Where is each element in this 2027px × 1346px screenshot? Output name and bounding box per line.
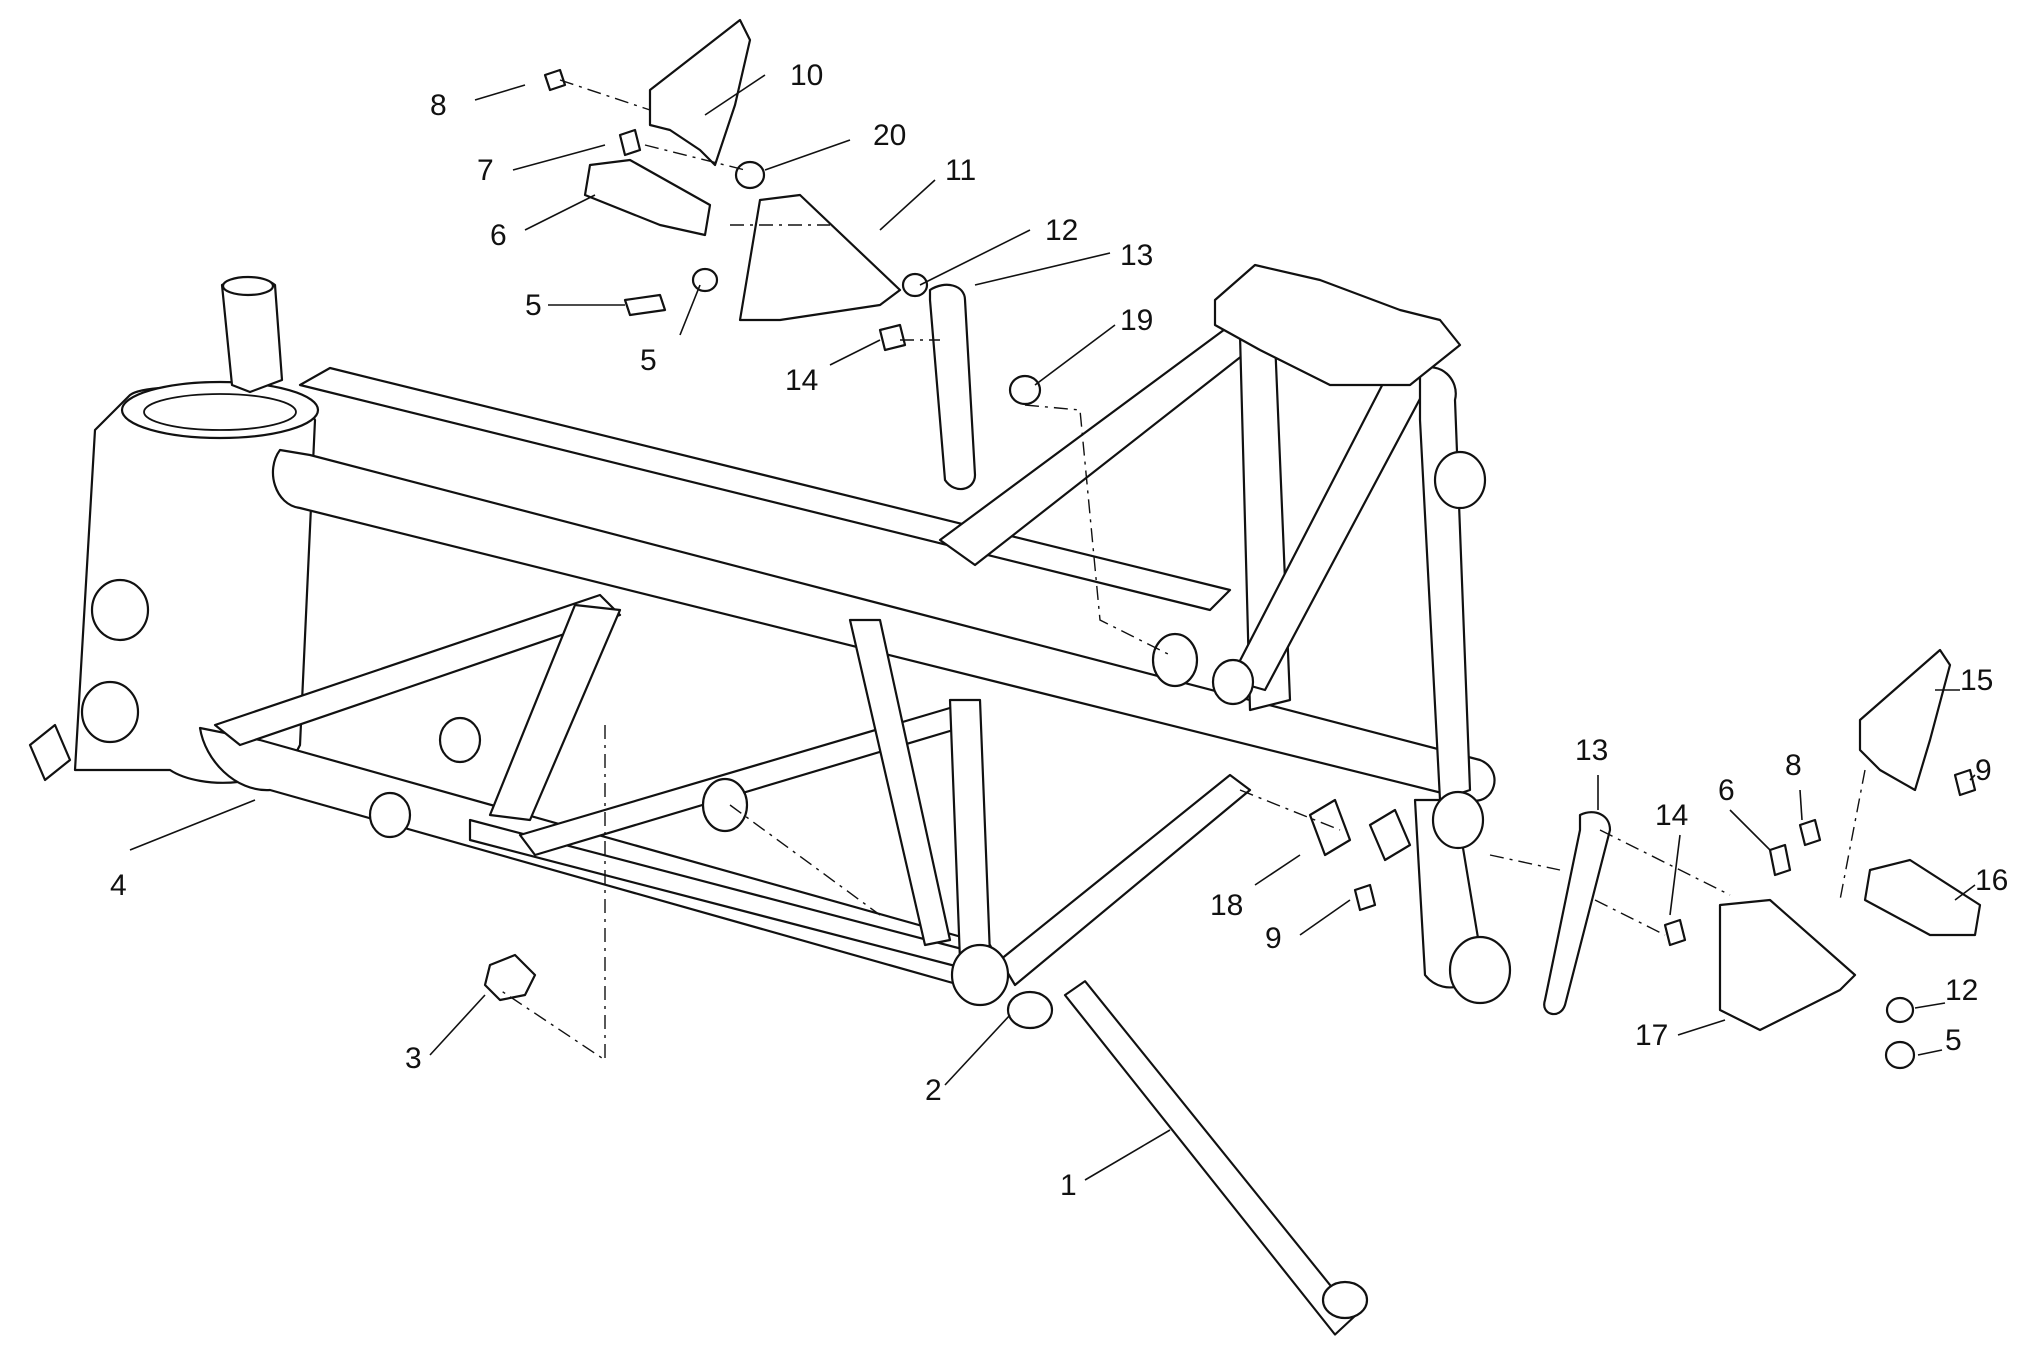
callout-17: 17 <box>1635 1019 1668 1052</box>
callout-14-top: 14 <box>785 364 818 397</box>
loose-parts <box>483 18 1982 1336</box>
callout-18: 18 <box>1210 889 1243 922</box>
callout-16: 16 <box>1975 864 2008 897</box>
callout-12-right: 12 <box>1945 974 1978 1007</box>
callout-1: 1 <box>1060 1169 1077 1202</box>
callout-13-right: 13 <box>1575 734 1608 767</box>
callout-9-top: 8 <box>430 89 447 122</box>
callout-13-top: 13 <box>1120 239 1153 272</box>
callout-7: 6 <box>490 219 507 252</box>
callout-3: 3 <box>405 1042 422 1075</box>
callout-12-top: 12 <box>1045 214 1078 247</box>
callout-15: 15 <box>1960 664 1993 697</box>
callout-2: 2 <box>925 1074 942 1107</box>
callout-8-right: 8 <box>1785 749 1802 782</box>
callout-4: 4 <box>110 869 127 902</box>
leader-lines <box>129 74 1976 1181</box>
callout-5-right: 5 <box>1945 1024 1962 1057</box>
callout-20: 20 <box>873 119 906 152</box>
callout-6-right: 6 <box>1718 774 1735 807</box>
callout-9-right: 9 <box>1975 754 1992 787</box>
callout-5-top: 5 <box>640 344 657 377</box>
main-frame <box>28 263 1512 1007</box>
callout-8-top: 7 <box>477 154 494 187</box>
callout-9-mid: 9 <box>1265 922 1282 955</box>
callout-14-right: 14 <box>1655 799 1688 832</box>
callout-19: 19 <box>1120 304 1153 337</box>
assembly-lines <box>499 79 1866 1062</box>
callout-labels: 8 10 20 7 11 6 12 13 5 19 5 14 15 13 8 9… <box>110 59 2008 1202</box>
callout-10: 10 <box>790 59 823 92</box>
callout-11: 11 <box>945 154 976 187</box>
callout-6-top: 5 <box>525 289 542 322</box>
